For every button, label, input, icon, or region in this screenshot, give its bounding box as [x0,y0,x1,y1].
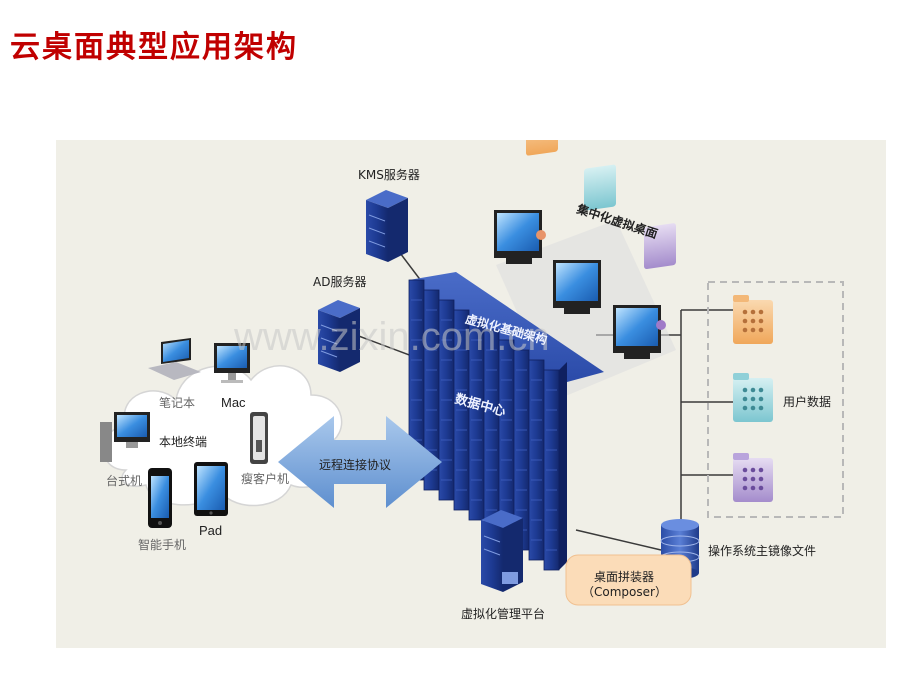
thin-client-icon [250,412,268,464]
virtual-desktop-3 [613,223,676,359]
user-data-box [707,281,844,518]
architecture-diagram: www.zixin.com.cn KMS服务器 AD服务器 集中化虚拟桌面 虚拟… [56,140,886,648]
desktop-pc-icon [100,412,150,462]
composer-box [565,554,692,606]
kms-server-icon [366,190,408,262]
user-folder-purple [733,453,773,502]
mgmt-server-icon [481,510,523,592]
user-data-label: 用户数据 [783,395,832,409]
ad-server-icon [318,300,360,372]
pad-label: Pad [199,523,223,538]
thin-client-label: 瘦客户机 [241,472,290,486]
user-folder-teal [733,373,773,422]
laptop-label: 笔记本 [159,396,196,410]
user-folder-orange [733,295,773,344]
composer-en-label: （Composer） [582,585,667,599]
watermark: www.zixin.com.cn [233,315,550,359]
virtual-desktop-2 [553,164,616,314]
kms-server-label: KMS服务器 [358,168,420,182]
smartphone-label: 智能手机 [138,538,187,552]
remote-protocol-arrow [278,416,442,508]
desktop-pc-label: 台式机 [106,474,143,488]
composer-label: 桌面拼装器 [594,570,655,584]
local-terminals-label: 本地终端 [159,435,208,449]
mgmt-platform-label: 虚拟化管理平台 [461,607,546,621]
mac-icon [214,343,250,383]
mac-label: Mac [221,395,246,410]
pad-icon [194,462,228,516]
composer-link [575,529,662,551]
remote-protocol-label: 远程连接协议 [319,458,392,472]
smartphone-icon [148,468,172,528]
ad-server-label: AD服务器 [313,275,367,289]
page-title: 云桌面典型应用架构 [10,30,298,65]
laptop-icon [148,338,201,380]
virtual-desktop-1 [494,140,558,264]
data-center-racks [408,272,604,571]
os-image-label: 操作系统主镜像文件 [708,544,817,558]
